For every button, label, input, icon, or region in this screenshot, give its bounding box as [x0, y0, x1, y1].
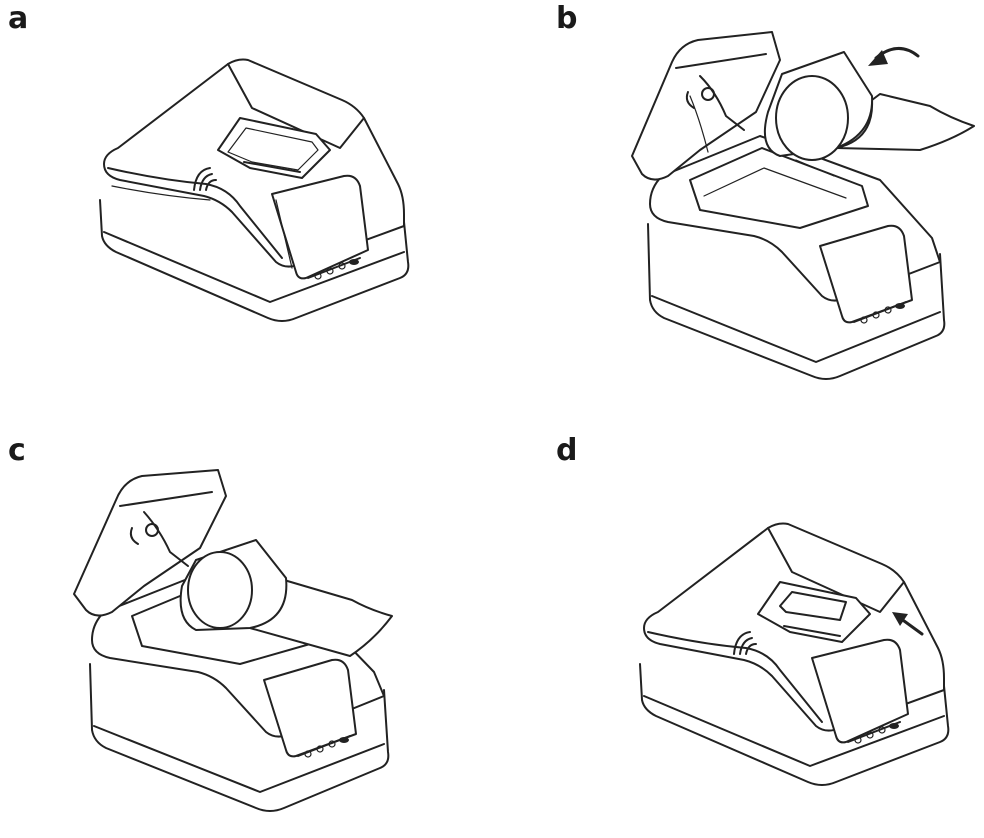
- printer-body: [99, 58, 410, 322]
- panel-a: [0, 0, 490, 420]
- panel-c: [0, 0, 490, 838]
- panel-b: [631, 31, 975, 380]
- printer-closed-illustration: [99, 58, 410, 322]
- printer-body: [647, 135, 946, 380]
- panel-label-d: d: [556, 433, 578, 468]
- control-buttons: [297, 735, 351, 758]
- control-buttons: [307, 257, 361, 280]
- paper-roll: [764, 51, 975, 177]
- printer-cover-open: [631, 31, 781, 181]
- panel-label-b: b: [556, 1, 578, 36]
- cover-release-latch: [193, 167, 217, 191]
- panel-label-a: a: [8, 1, 29, 36]
- printer-roll-placed-illustration: [73, 469, 393, 812]
- printer-body: [639, 522, 950, 786]
- panel-label-c: c: [8, 433, 26, 468]
- control-buttons: [853, 301, 907, 324]
- insert-direction-arrow: [868, 47, 920, 66]
- paper-roll: [179, 539, 393, 657]
- printer-cover-open: [73, 469, 227, 617]
- close-direction-arrow: [892, 612, 924, 636]
- cover-release-latch: [733, 631, 757, 655]
- printer-open-insert-roll-illustration: [631, 31, 975, 380]
- control-buttons: [847, 721, 901, 744]
